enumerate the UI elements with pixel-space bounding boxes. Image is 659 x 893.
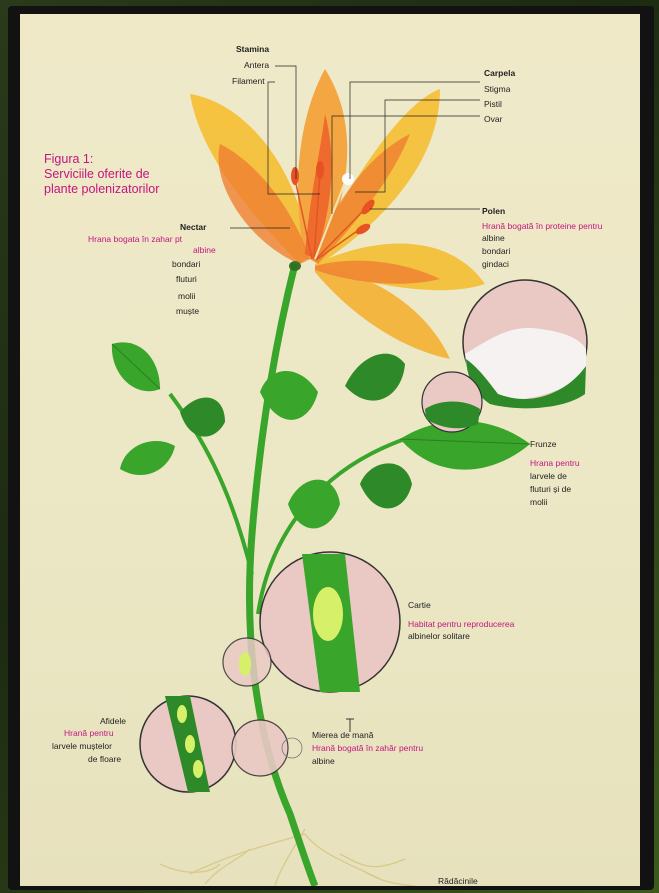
label-nectar: Nectar xyxy=(180,222,206,233)
afidele-desc: Hrană pentru xyxy=(64,728,114,739)
polen-item: gindaci xyxy=(482,259,509,270)
label-radacini: Rădăcinile xyxy=(438,876,478,886)
nectar-item: fluturi xyxy=(176,274,197,285)
miere-desc: Hrană bogată în zahăr pentru xyxy=(312,743,423,754)
bubbles xyxy=(140,280,587,792)
label-stigma: Stigma xyxy=(484,84,510,95)
label-pistil: Pistil xyxy=(484,99,502,110)
flower xyxy=(190,69,485,359)
cartie-item: albinelor solitare xyxy=(408,631,470,642)
figure-title-line1: Figura 1: xyxy=(44,152,93,166)
label-frunze: Frunze xyxy=(530,439,556,450)
nectar-item: bondari xyxy=(172,259,200,270)
frunze-desc: Hrana pentru xyxy=(530,458,580,469)
cartie-desc: Habitat pentru reproducerea xyxy=(408,619,514,630)
figure-title-line3: plante polenizatorilor xyxy=(44,182,159,196)
nectar-item: muște xyxy=(176,306,199,317)
nectar-desc-2: albine xyxy=(193,245,216,256)
nectar-desc-1: Hrana bogata în zahar pt xyxy=(88,234,182,245)
frunze-item: molii xyxy=(530,497,547,508)
label-cartie: Cartie xyxy=(408,600,431,611)
nectar-item: molii xyxy=(178,291,195,302)
label-polen: Polen xyxy=(482,206,505,217)
polen-desc: Hrană bogată în proteine pentru xyxy=(482,221,603,232)
polen-item: albine xyxy=(482,233,505,244)
roots xyxy=(160,829,415,886)
frunze-item: fluturi și de xyxy=(530,484,571,495)
label-carpela: Carpela xyxy=(484,68,515,79)
label-afidele: Afidele xyxy=(100,716,126,727)
frunze-item: larvele de xyxy=(530,471,567,482)
diagram-sheet: Figura 1: Serviciile oferite de plante p… xyxy=(20,14,640,886)
polen-item: bondari xyxy=(482,246,510,257)
afidele-item: de floare xyxy=(88,754,121,765)
afidele-item: larvele muștelor xyxy=(52,741,112,752)
label-miere: Mierea de mană xyxy=(312,730,373,741)
figure-title-line2: Serviciile oferite de xyxy=(44,167,150,181)
label-antera: Antera xyxy=(244,60,269,71)
miere-item: albine xyxy=(312,756,335,767)
label-stamina: Stamina xyxy=(236,44,269,55)
label-ovar: Ovar xyxy=(484,114,502,125)
label-filament: Filament xyxy=(232,76,265,87)
